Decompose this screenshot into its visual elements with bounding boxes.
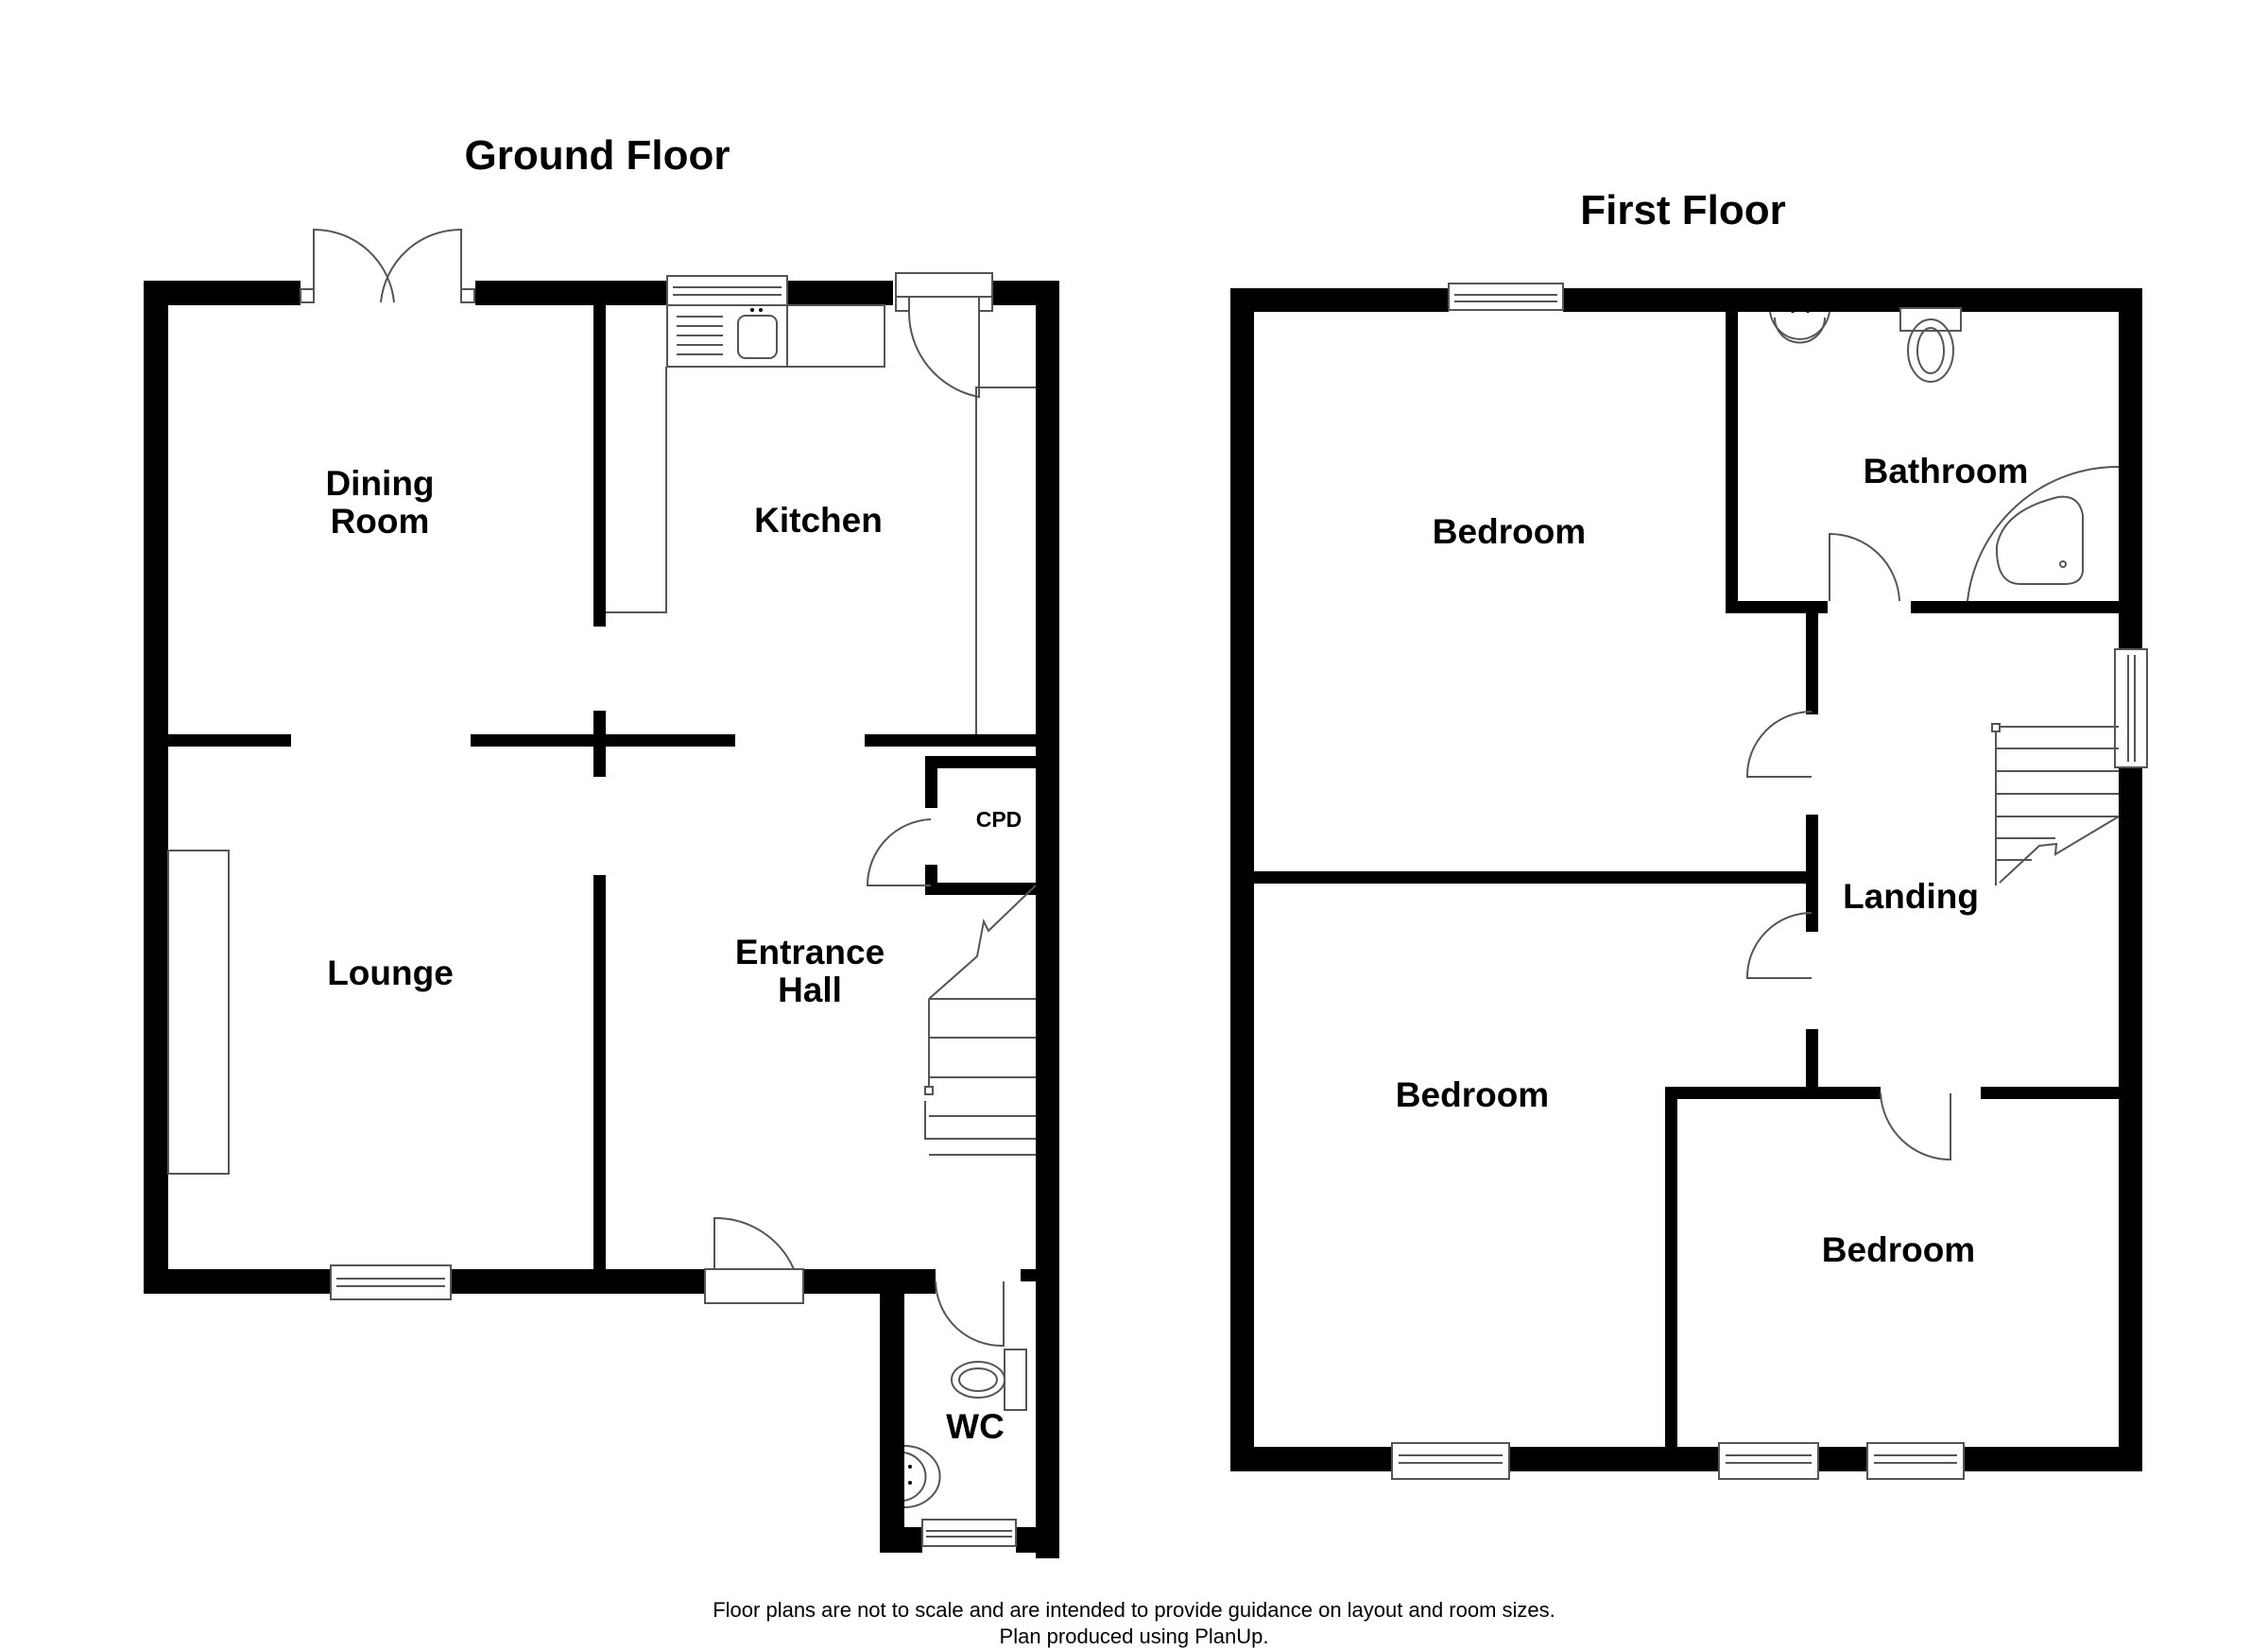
window-icon [2114, 648, 2148, 768]
gf-wall-top-mid [475, 281, 667, 305]
ff-wall-bottom-2 [1509, 1447, 1719, 1471]
window-icon [921, 1519, 1017, 1547]
bedroom-door-icon [1745, 912, 1813, 979]
gf-wall-bottom-left [144, 1269, 331, 1294]
ff-wall-bottom-1 [1230, 1447, 1392, 1471]
bedroom-door-icon [1880, 1092, 1951, 1161]
ff-wall-top-right [1563, 288, 2142, 312]
gf-wall-lounge-hall [593, 875, 606, 1272]
back-door-icon [895, 272, 993, 399]
toilet-icon [951, 1349, 1027, 1411]
room-label-kitchen: Kitchen [754, 501, 883, 540]
kitchen-sink-icon [666, 304, 885, 368]
wc-wall-top-left [904, 1269, 931, 1281]
wc-door-icon [935, 1280, 1005, 1348]
window-icon [330, 1264, 452, 1300]
room-label-entrance-hall: Entrance Hall [735, 934, 885, 1009]
bathroom-door-icon [1829, 532, 1900, 602]
worktop-left [606, 367, 667, 613]
room-label-bedroom-2: Bedroom [1395, 1075, 1550, 1114]
room-label-bathroom: Bathroom [1863, 452, 2029, 490]
first-floor-title: First Floor [1580, 187, 1786, 233]
cpd-wall-top [925, 756, 1036, 768]
cpd-wall-bottom [925, 883, 1036, 895]
wc-wall-top-right [1021, 1269, 1059, 1281]
bath-wall-bottom-right [1911, 601, 2119, 613]
ff-wall-bottom-3 [1818, 1447, 1867, 1471]
toilet-icon [1899, 307, 1962, 383]
gf-wall-right [1036, 281, 1059, 1558]
lounge-chimney-breast [167, 850, 230, 1175]
bedroom-door-icon [1745, 711, 1813, 778]
credit-text: Plan produced using PlanUp. [999, 1624, 1269, 1648]
room-label-landing: Landing [1843, 877, 1979, 916]
bed3-wall-left [1665, 1087, 1677, 1455]
basin-icon [1769, 309, 1830, 344]
ff-wall-top-left [1230, 288, 1449, 312]
bed3-wall-top-right [1981, 1087, 2119, 1099]
room-label-wc: WC [946, 1407, 1005, 1446]
wc-wall-bottom-right [1016, 1527, 1059, 1553]
staircase-icon [924, 885, 1037, 1156]
gf-wall-divider-2 [471, 734, 735, 747]
corner-bath-icon [1967, 465, 2120, 602]
first-floor-plan [1230, 283, 2148, 1480]
gf-wall-top-kitchen [787, 281, 893, 305]
basin-icon [903, 1445, 941, 1508]
staircase-icon [1991, 723, 2120, 885]
french-doors-icon [300, 228, 475, 303]
entrance-hall-label: Entrance Hall [734, 933, 885, 1009]
gf-wall-left [144, 281, 168, 1294]
gf-wall-divider-1 [168, 734, 291, 747]
gf-wall-bottom-mid [450, 1269, 705, 1294]
bath-wall-bottom-left [1726, 601, 1828, 613]
gf-wall-divider-3 [865, 734, 1036, 747]
ff-wall-left [1230, 288, 1254, 1471]
bath-wall-left [1726, 312, 1738, 612]
dining-room-label: Dining Room [325, 464, 435, 541]
ground-floor-title: Ground Floor [464, 132, 730, 179]
disclaimer-text: Floor plans are not to scale and are int… [713, 1598, 1555, 1622]
room-label-dining-room: Dining Room [325, 465, 434, 541]
room-label-bedroom-1: Bedroom [1432, 512, 1587, 551]
worktop-right [975, 387, 1036, 734]
window-icon [1448, 283, 1564, 311]
ff-wall-right-bottom [2119, 767, 2142, 1471]
gf-wall-dining-kitchen [593, 305, 606, 627]
room-label-cupboard: CPD [975, 807, 1022, 832]
window-icon [1718, 1442, 1819, 1480]
front-door-icon [704, 1216, 804, 1304]
ground-floor-plan [144, 228, 1059, 1558]
disclaimer-footer: Floor plans are not to scale and are int… [0, 1597, 2268, 1650]
landing-wall-left-2 [1806, 815, 1818, 932]
room-label-lounge: Lounge [327, 954, 454, 992]
wc-wall-bottom-left [880, 1527, 922, 1553]
ff-wall-bottom-4 [1964, 1447, 2142, 1471]
room-label-bedroom-3: Bedroom [1821, 1230, 1976, 1269]
bed3-wall-top-left [1665, 1087, 1881, 1099]
ff-wall-bedroom-divider [1254, 871, 1812, 884]
window-icon [1391, 1442, 1510, 1480]
landing-wall-left-1 [1806, 601, 1818, 714]
cpd-wall-left-top [925, 756, 937, 808]
ff-wall-right-top [2119, 288, 2142, 649]
window-icon [1866, 1442, 1965, 1480]
landing-wall-left-3 [1806, 1029, 1818, 1091]
wc-wall-left [880, 1269, 904, 1553]
gf-wall-top-left [144, 281, 301, 305]
cupboard-door-icon [866, 818, 932, 886]
